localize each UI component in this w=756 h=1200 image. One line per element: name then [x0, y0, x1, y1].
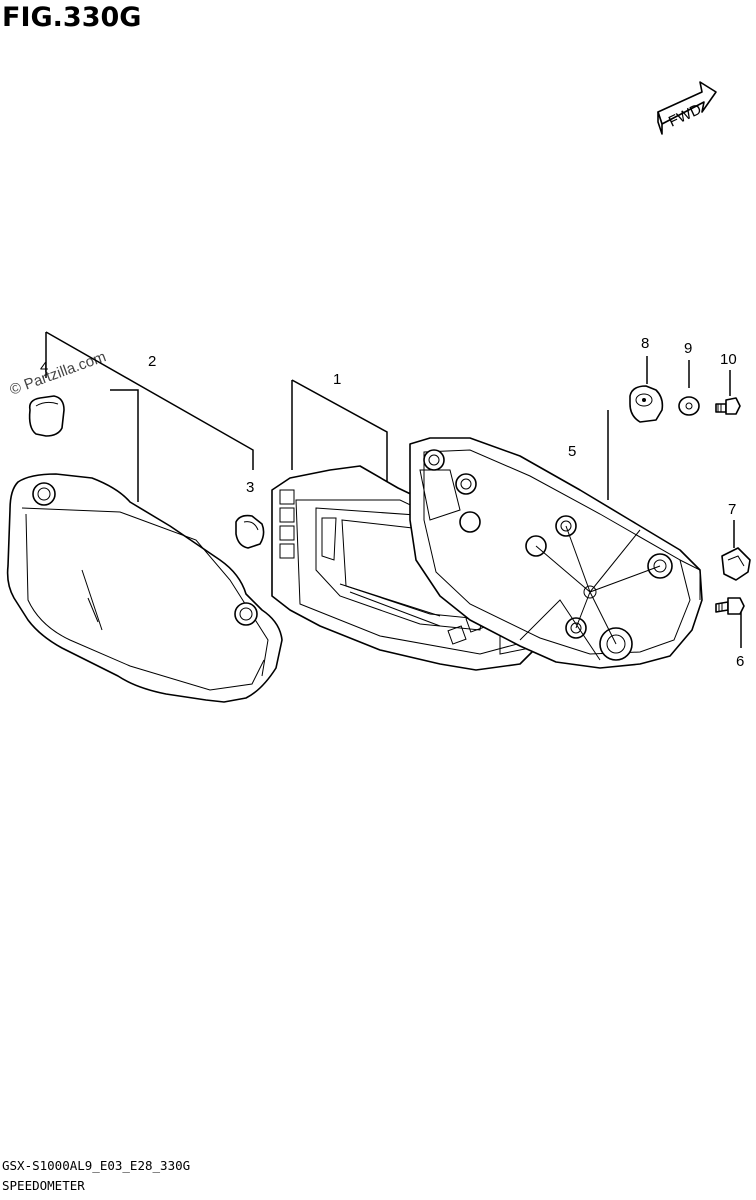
part-2-meter-cover [6, 473, 283, 703]
callout-4: 4 [40, 359, 48, 376]
figure-name: SPEEDOMETER [2, 1178, 85, 1193]
leader-lines-group-2 [45, 331, 254, 502]
part-6-screw [715, 597, 745, 615]
callout-10: 10 [720, 351, 737, 368]
callout-9: 9 [684, 340, 692, 357]
callout-8: 8 [641, 335, 649, 352]
part-10-screw [715, 397, 741, 415]
fwd-arrow-icon: FWD [657, 81, 717, 135]
part-8-cushion [629, 385, 664, 423]
part-5-meter-housing [409, 437, 703, 669]
callout-2: 2 [148, 353, 156, 370]
figure-code: GSX-S1000AL9_E03_E28_330G [2, 1158, 191, 1173]
part-9-washer [678, 396, 700, 416]
part-7-clip-nut [721, 547, 751, 581]
callout-6: 6 [736, 653, 744, 670]
part-3-grommet [235, 514, 265, 549]
callout-5: 5 [568, 443, 576, 460]
part-4-cap [28, 395, 65, 437]
leader-lines-group-1 [291, 379, 388, 482]
watermark: © Partzilla.com [8, 348, 109, 399]
callout-7: 7 [728, 501, 736, 518]
figure-title: FIG.330G [2, 2, 142, 33]
callout-1: 1 [333, 371, 341, 388]
callout-3: 3 [246, 479, 254, 496]
